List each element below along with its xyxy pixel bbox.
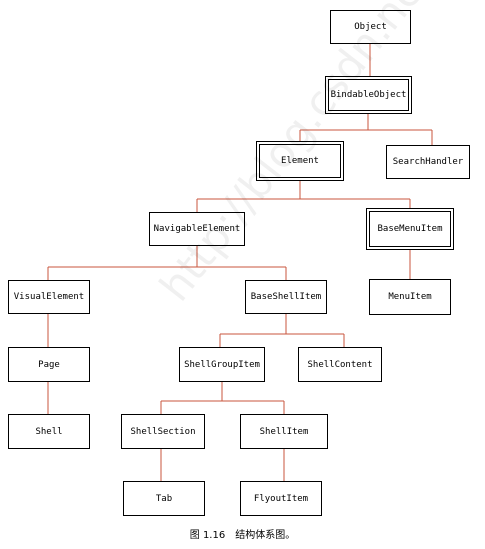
node-flyout-item: FlyoutItem (240, 481, 322, 516)
node-shell-group-item: ShellGroupItem (179, 347, 265, 382)
figure-caption: 图 1.16 结构体系图。 (189, 530, 296, 541)
node-shell: Shell (8, 414, 90, 449)
node-visual-element: VisualElement (8, 280, 90, 314)
node-page: Page (8, 347, 90, 382)
node-base-shell-item: BaseShellItem (245, 280, 327, 314)
node-shell-content: ShellContent (298, 347, 382, 382)
node-navigable-element: NavigableElement (149, 212, 245, 246)
node-element: Element (256, 141, 344, 181)
node-object: Object (330, 10, 411, 44)
node-shell-section: ShellSection (121, 414, 205, 449)
node-base-menu-item: BaseMenuItem (366, 208, 454, 250)
node-menu-item: MenuItem (369, 279, 451, 315)
node-shell-item: ShellItem (240, 414, 328, 449)
node-tab: Tab (123, 481, 205, 516)
node-bindable-object: BindableObject (325, 76, 412, 114)
node-search-handler: SearchHandler (386, 145, 470, 179)
